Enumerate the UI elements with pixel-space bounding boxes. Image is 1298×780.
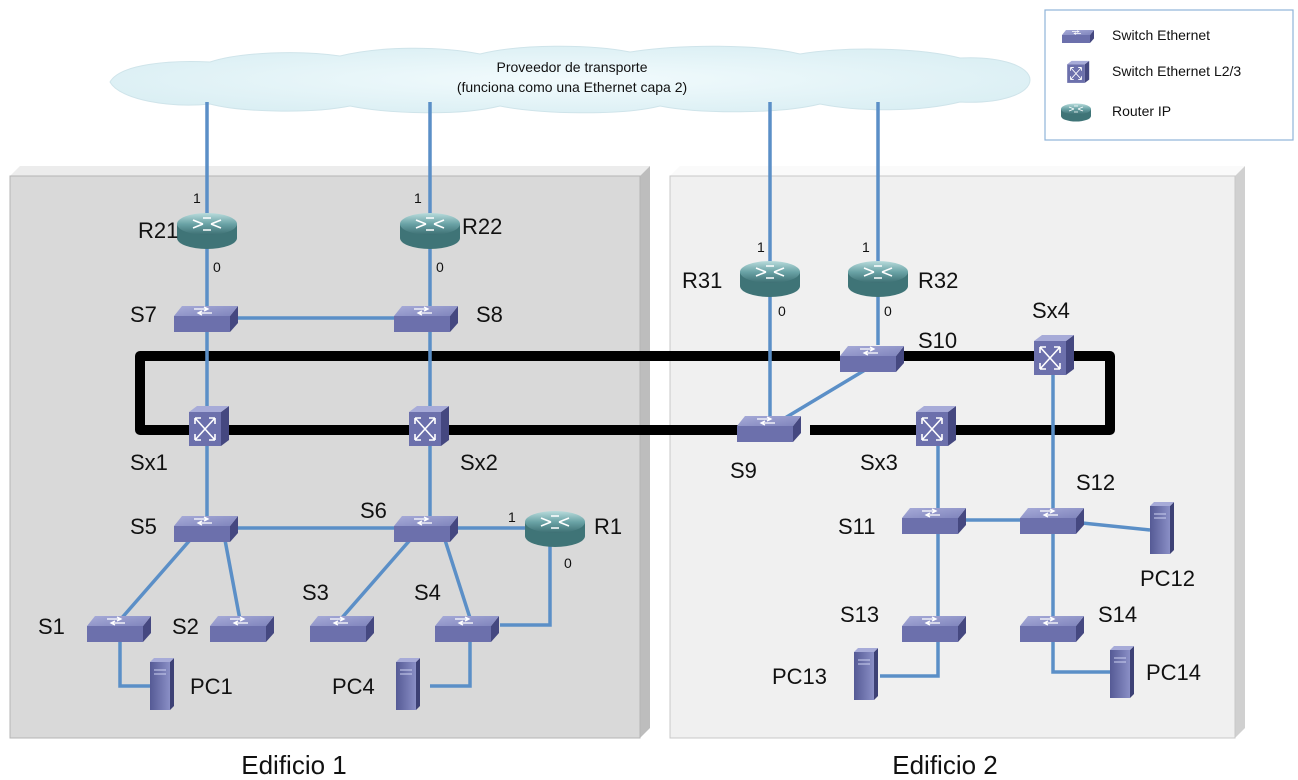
port-labels: 1 0 1 0 1 0 1 0 1 0: [193, 190, 892, 571]
label-s8: S8: [476, 302, 503, 327]
label-pc1: PC1: [190, 674, 233, 699]
label-s11: S11: [838, 514, 876, 539]
label-s2: S2: [172, 614, 199, 639]
pc-pc13-icon[interactable]: [853, 647, 879, 701]
link-s6-s3: [338, 538, 412, 622]
label-s4: S4: [414, 580, 441, 605]
pc-pc14-icon[interactable]: [1109, 645, 1135, 699]
pc-pc1-icon[interactable]: [149, 657, 175, 711]
label-s7: S7: [130, 302, 157, 327]
legend: Switch Ethernet Switch Ethernet L2/3 Rou…: [1044, 9, 1294, 141]
link-s5-s2: [223, 539, 242, 621]
link-s6-s4: [443, 539, 472, 619]
port-r22-down: 0: [436, 259, 444, 275]
label-r31: R31: [682, 268, 722, 293]
label-s3: S3: [302, 580, 329, 605]
switch-s6-icon[interactable]: [393, 515, 459, 543]
switch-s12-icon[interactable]: [1019, 507, 1085, 535]
label-r21: R21: [138, 218, 178, 243]
legend-router-icon: [1060, 103, 1092, 122]
cloud-title: Proveedor de transporte: [497, 59, 648, 75]
building-1: [9, 166, 650, 739]
switch-s9-icon[interactable]: [736, 415, 802, 443]
port-r32-down: 0: [884, 303, 892, 319]
label-s13: S13: [840, 602, 879, 627]
cloud-subtitle: (funciona como una Ethernet capa 2): [457, 79, 687, 95]
port-r1-down: 0: [564, 555, 572, 571]
label-sx3: Sx3: [860, 450, 898, 475]
link-s13-pc13: [880, 630, 940, 678]
node-labels: R21 R22 R31 R32 R1 S7 S8 S5 S6 S1 S2 S3 …: [38, 214, 1201, 699]
l3switch-sx2-icon[interactable]: [408, 405, 450, 447]
legend-switch-icon: [1061, 29, 1095, 44]
port-r32-up: 1: [862, 239, 870, 255]
label-s9: S9: [730, 458, 757, 483]
label-pc13: PC13: [772, 664, 827, 689]
label-s10: S10: [918, 328, 957, 353]
port-r22-up: 1: [414, 190, 422, 206]
switch-s7-icon[interactable]: [173, 305, 239, 333]
port-r31-down: 0: [778, 303, 786, 319]
label-s6: S6: [360, 498, 387, 523]
l3switch-sx1-icon[interactable]: [188, 405, 230, 447]
legend-router-label: Router IP: [1112, 103, 1171, 119]
link-s14-pc14: [1051, 630, 1110, 674]
switch-s13-icon[interactable]: [901, 615, 967, 643]
switch-s14-icon[interactable]: [1019, 615, 1085, 643]
label-sx2: Sx2: [460, 450, 498, 475]
switch-s2-icon[interactable]: [209, 615, 275, 643]
l3switch-sx4-icon[interactable]: [1033, 334, 1075, 376]
port-r21-up: 1: [193, 190, 201, 206]
switch-s10-icon[interactable]: [839, 345, 905, 373]
port-r1-left: 1: [508, 509, 516, 525]
port-r31-up: 1: [757, 239, 765, 255]
link-s5-s1: [118, 538, 192, 622]
backbone-ring: [135, 351, 1115, 435]
l3switch-sx3-icon[interactable]: [915, 405, 957, 447]
switch-s4-icon[interactable]: [434, 615, 500, 643]
label-sx4: Sx4: [1032, 298, 1070, 323]
legend-switch-label: Switch Ethernet: [1112, 27, 1210, 43]
router-r1-icon[interactable]: [524, 510, 586, 548]
label-pc12: PC12: [1140, 566, 1195, 591]
router-r22-icon[interactable]: [399, 212, 461, 250]
router-r32-icon[interactable]: [847, 260, 909, 298]
building-2-label: Edificio 2: [892, 750, 998, 780]
link-r1-s4: [500, 535, 552, 627]
label-s14: S14: [1098, 602, 1137, 627]
transport-cloud: Proveedor de transporte (funciona como u…: [109, 45, 1031, 114]
label-sx1: Sx1: [130, 450, 168, 475]
label-pc14: PC14: [1146, 660, 1201, 685]
pc-pc12-icon[interactable]: [1149, 501, 1175, 555]
pc-pc4-icon[interactable]: [395, 657, 421, 711]
label-s5: S5: [130, 514, 157, 539]
building-1-label: Edificio 1: [241, 750, 347, 780]
label-s12: S12: [1076, 470, 1115, 495]
switch-s5-icon[interactable]: [173, 515, 239, 543]
router-r21-icon[interactable]: [176, 212, 238, 250]
switch-s1-icon[interactable]: [86, 615, 152, 643]
switch-s3-icon[interactable]: [309, 615, 375, 643]
link-s4-pc4: [430, 638, 472, 688]
port-r21-down: 0: [213, 259, 221, 275]
label-r1: R1: [594, 514, 622, 539]
router-r31-icon[interactable]: [739, 260, 801, 298]
label-r22: R22: [462, 214, 502, 239]
legend-l3switch-label: Switch Ethernet L2/3: [1112, 63, 1241, 79]
link-s1-pc1: [118, 630, 150, 688]
legend-l3switch-icon: [1066, 60, 1090, 84]
label-r32: R32: [918, 268, 958, 293]
switch-s11-icon[interactable]: [901, 507, 967, 535]
link-s10-s9: [784, 368, 866, 420]
switch-s8-icon[interactable]: [393, 305, 459, 333]
label-pc4: PC4: [332, 674, 375, 699]
label-s1: S1: [38, 614, 65, 639]
